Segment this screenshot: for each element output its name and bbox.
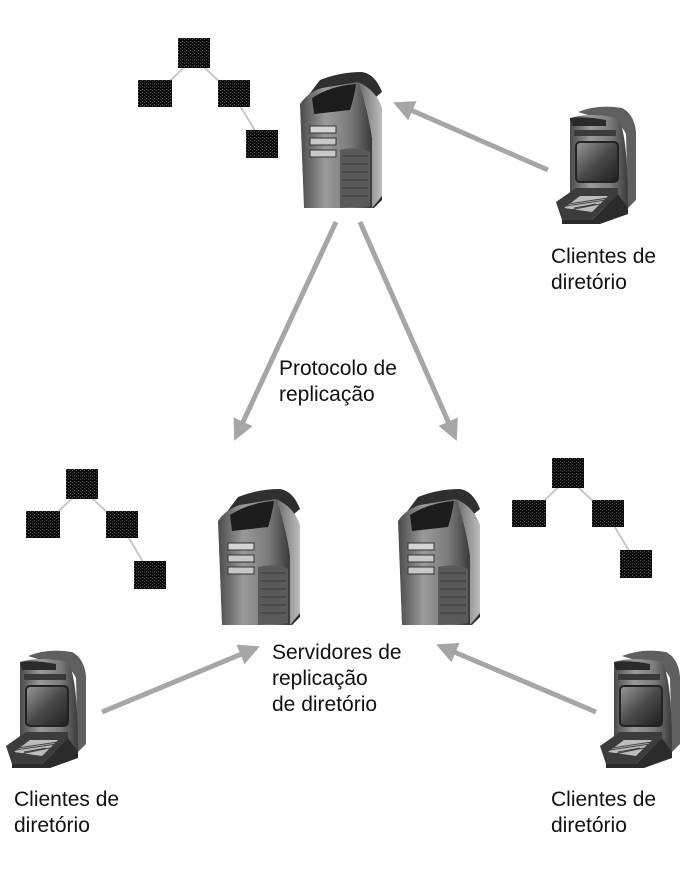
arrow-client-bottom-right-to-server <box>436 642 597 715</box>
replication-arrows <box>101 101 597 715</box>
clients-label-bottom-left: Clientes de diretório <box>14 788 120 837</box>
client-terminal-icon <box>600 649 680 768</box>
server-tower-icon <box>300 71 382 208</box>
arrow-replication-right <box>357 220 458 441</box>
arrow-client-top-right-to-server <box>393 101 550 173</box>
client-terminal-icon <box>556 105 636 224</box>
replication-protocol-label: Protocolo de replicação <box>279 357 397 406</box>
arrow-replication-left <box>233 220 339 441</box>
directory-tree-icon <box>26 469 166 589</box>
clients-label-top-right: Clientes de diretório <box>551 245 657 294</box>
server-tower-icon <box>218 488 300 625</box>
arrow-client-bottom-left-to-server <box>101 644 260 715</box>
directory-tree-icon <box>512 458 652 578</box>
directory-tree-icon <box>138 38 278 158</box>
clients-label-bottom-right: Clientes de diretório <box>551 788 657 837</box>
client-terminal-icon <box>6 649 86 768</box>
server-tower-icon <box>398 488 480 625</box>
replication-servers-label: Servidores de replicação de diretório <box>272 641 402 716</box>
